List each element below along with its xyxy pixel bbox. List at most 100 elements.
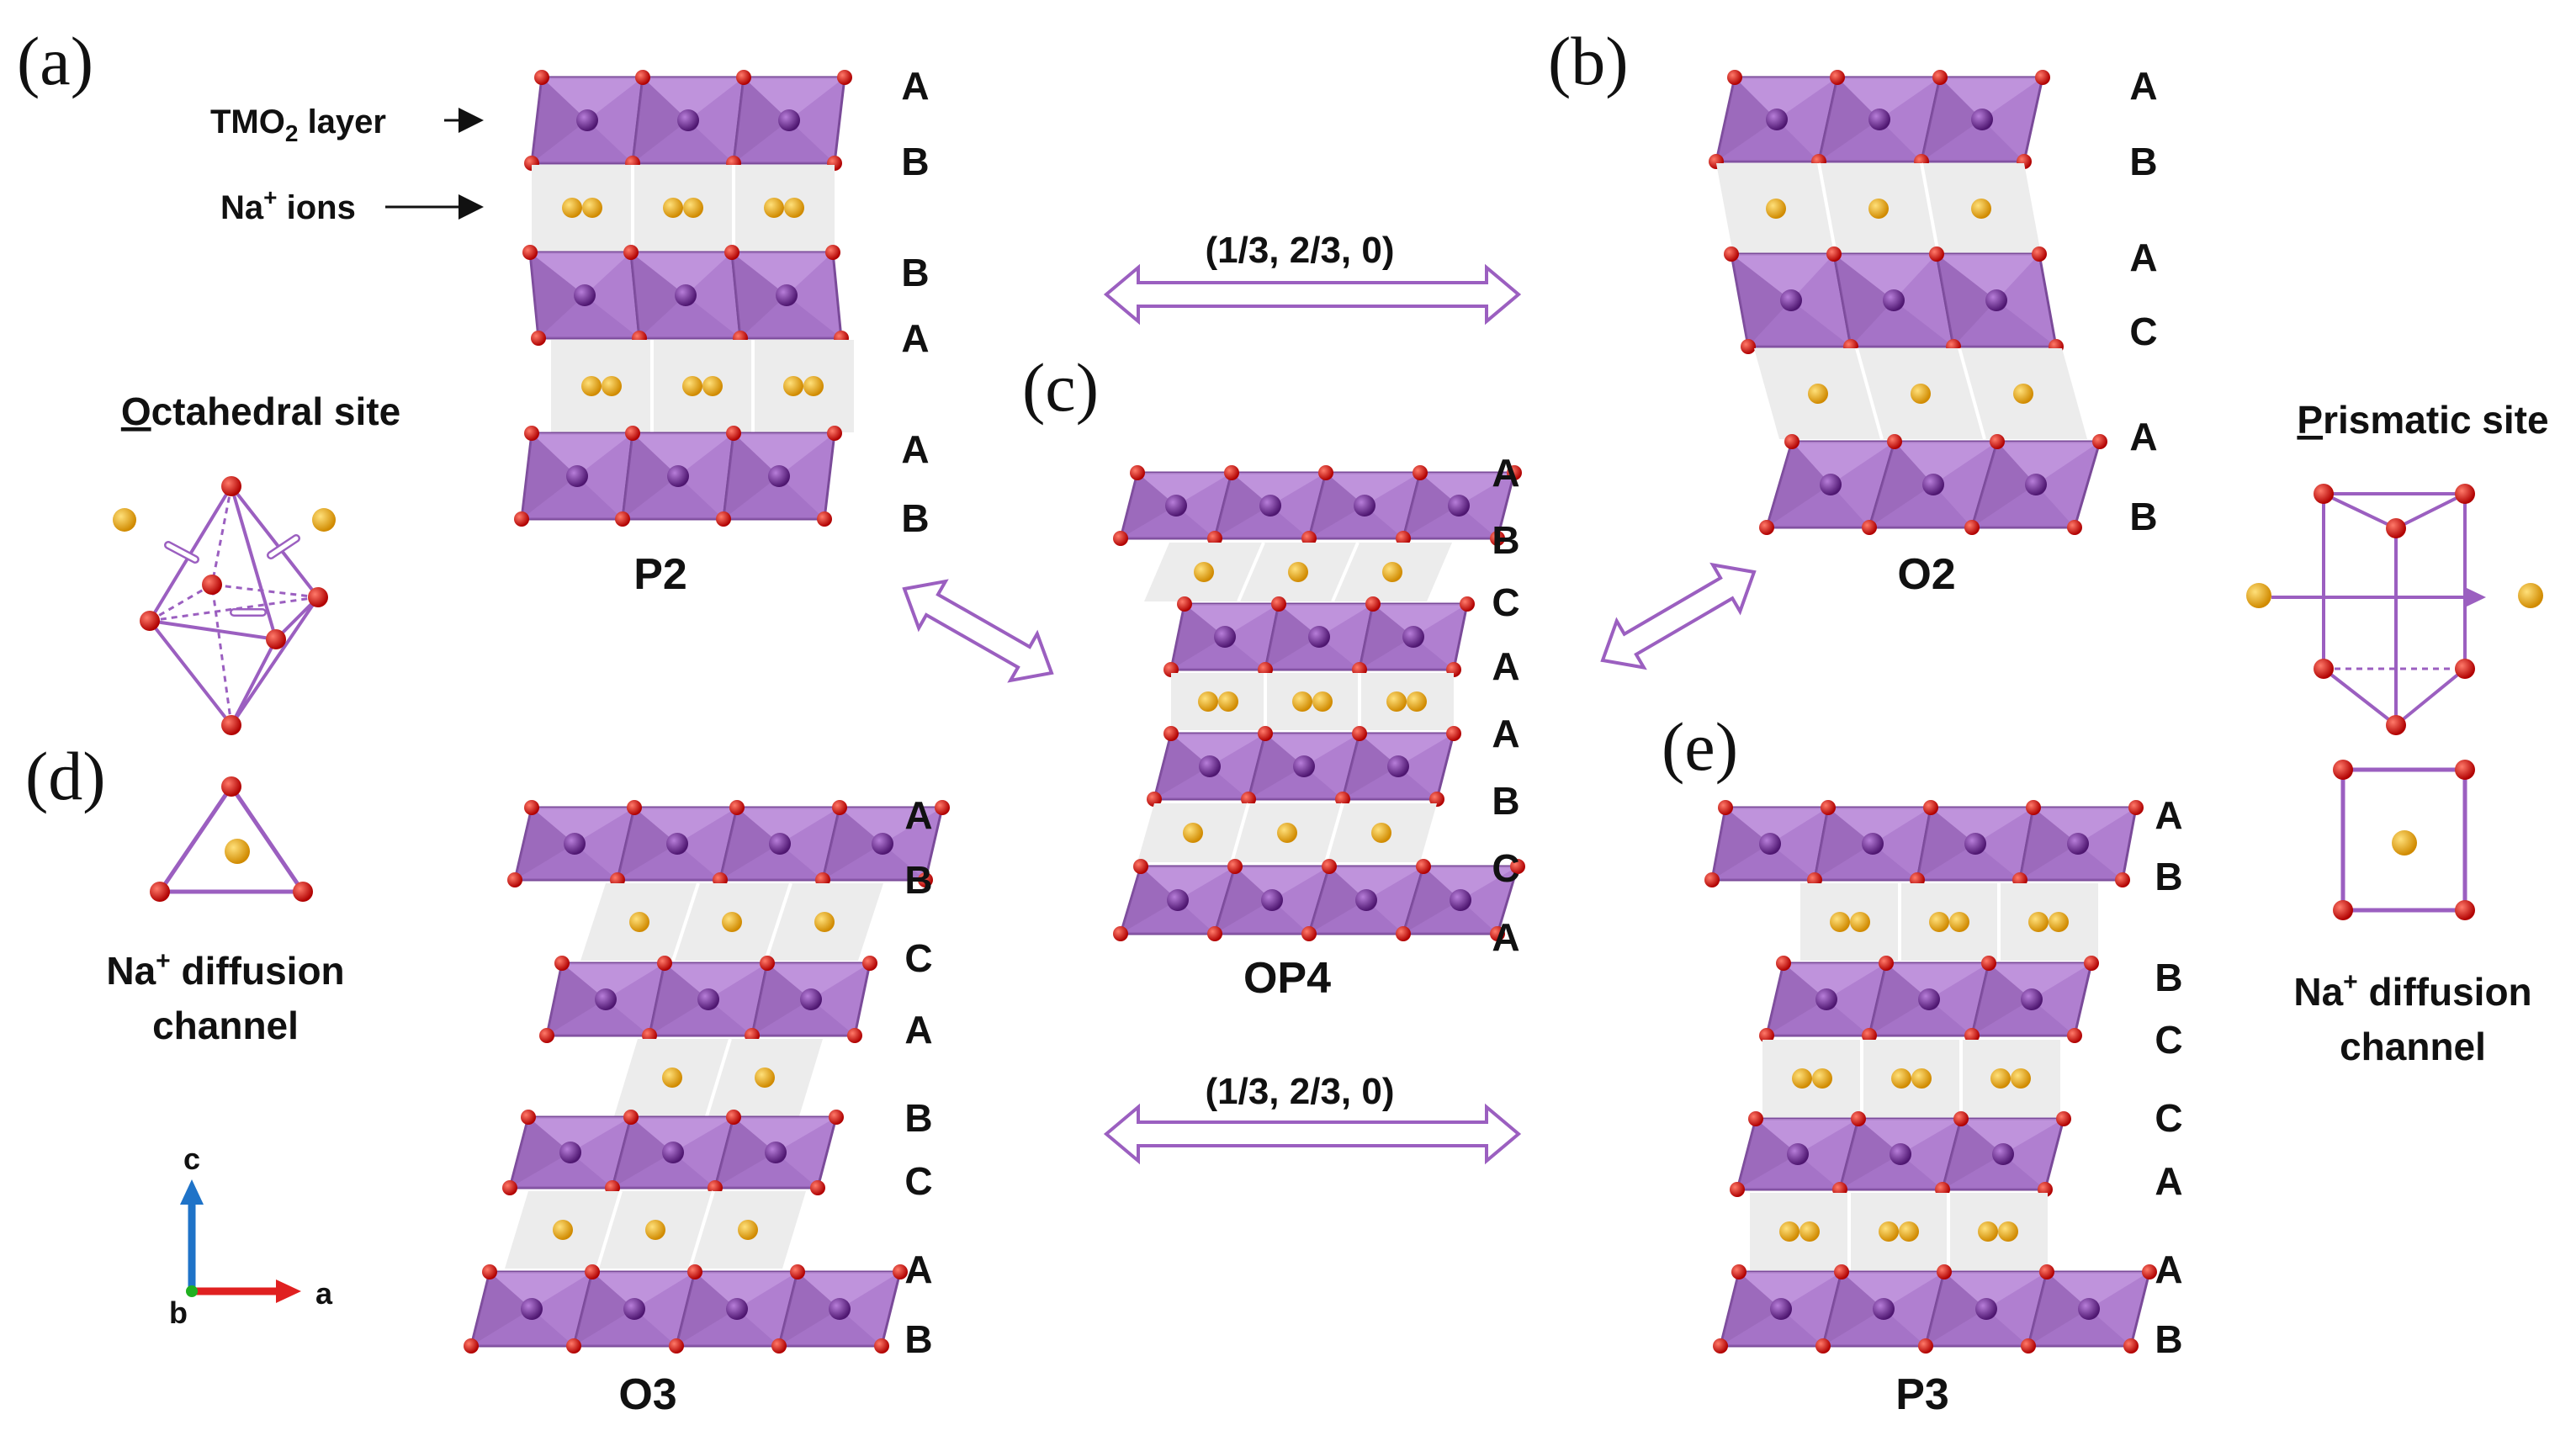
oxygen-atom [1704,872,1720,887]
triangle-outline [156,782,307,894]
oxygen-atom [1964,1028,1980,1043]
interlayer-divider [1230,803,1250,863]
tm-atom [1759,833,1781,855]
prismatic-initial: P [2297,398,2323,442]
na-ion [1868,199,1889,219]
oxygen-atom [202,575,222,595]
na-ions-suffix: ions [278,189,356,226]
tm-atom [1985,289,2007,311]
oxygen-atom [266,629,286,649]
octahedron-facet [1858,1119,1961,1154]
panel-label-e: (e) [1662,708,1738,785]
tm-atom [1167,889,1189,911]
na-ion [783,376,803,396]
tm-atom [1766,109,1788,130]
na-ion [645,1220,665,1240]
tm-atom [1780,289,1802,311]
octahedron-facet [665,963,767,999]
octahedron-facet [1215,866,1272,934]
tm-atom [1964,833,1986,855]
octahedron-facet [547,963,606,1036]
na-ion [1911,1068,1932,1089]
stacking-letter: A [904,793,932,837]
octahedron-facet [720,808,780,880]
p3-structure [1704,800,2157,1354]
oxygen-atom [1929,246,1944,262]
tm-atom [726,1298,748,1320]
na-ion [683,198,703,218]
octahedron-facet [649,999,752,1036]
oxygen-atom [502,1180,517,1195]
octahedron-facet [1737,1119,1798,1189]
octahedron-facet [1265,604,1319,670]
double-arrow [1600,562,1757,670]
octahedron-facet [1972,999,2075,1036]
oxygen-atom [1731,1264,1746,1279]
tm-atom [800,988,822,1010]
oxygen-atom [790,1264,805,1279]
stacking-letter: B [904,1096,932,1140]
oxygen-atom [1784,434,1799,449]
prism-edge [2395,492,2466,530]
na-ion [312,508,336,532]
na-superscript: + [263,184,277,210]
oxygen-atom [140,611,160,631]
octahedron-facet [1815,844,1917,880]
tm-atom [2078,1298,2100,1320]
octahedron-facet [510,1117,570,1188]
octahedron-facet [1869,999,1972,1036]
octahedron-facet [767,963,870,999]
na-ions-annotation: Na+ ions [220,184,484,226]
stacking-letter: A [901,64,929,108]
na-ion [225,839,250,864]
oxygen-atom [625,426,640,441]
octahedron-facet [823,808,883,880]
na-ion [755,1068,775,1088]
double-arrow-shape [1103,263,1522,326]
octahedron-facet [1943,1154,2045,1189]
octahedron-facet [1731,254,1834,300]
na-ion [562,198,582,218]
stacking-letter: A [2155,1159,2182,1203]
b-axis-label: b [169,1295,188,1330]
octahedron-facet [734,120,835,163]
octahedron-facet [1265,734,1360,766]
octahedron-facet [631,252,686,338]
octahedron-facet [1720,1272,1781,1346]
interlayer-divider [1817,162,1837,255]
p2-label: P2 [633,550,687,599]
octahedron-facet [1834,254,1937,300]
octahedron-facet [840,808,942,844]
oxygen-atom [2084,956,2099,971]
tm-atom [1450,889,1471,911]
prismatic-site-model [2246,484,2543,735]
op4-label: OP4 [1243,954,1331,1003]
interlayer-divider [1237,542,1265,602]
octahedron-facet [1767,485,1869,527]
oxygen-atom [524,800,539,815]
c-axis-arrowhead [180,1179,204,1205]
stacking-letter: A [1492,451,1519,495]
na-ion [738,1220,758,1240]
octahedron-facet [732,252,787,338]
tm-atom [768,465,790,487]
svg-text:Na+ ions: Na+ ions [220,184,356,226]
stacking-letter: C [1492,580,1519,624]
tm-atom [1883,289,1905,311]
stacking-letter: C [2129,310,2157,353]
tm-atom [564,833,586,855]
oxygen-atom [2056,1111,2071,1126]
octahedron-facet [532,433,633,476]
oxygen-atom [308,587,328,607]
prism-edge [2323,492,2397,530]
tm-atom [1214,626,1236,648]
na-ion [2028,912,2049,932]
stacking-letter: B [901,496,929,540]
stacking-letter: B [2155,855,2182,898]
octahedron-facet [1819,77,1879,162]
double-arrow [1103,1103,1522,1165]
oxygen-atom [1113,531,1128,546]
